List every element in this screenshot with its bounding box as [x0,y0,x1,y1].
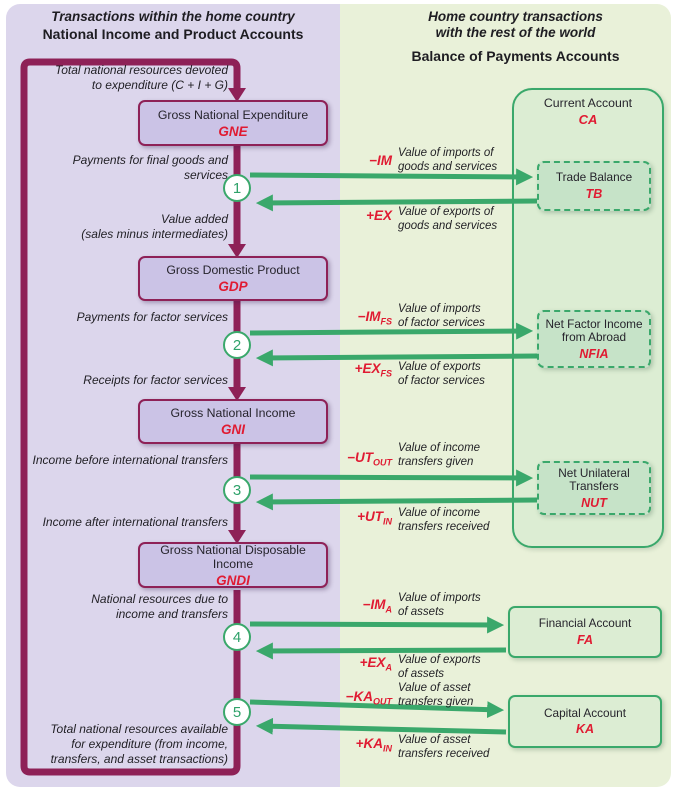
box-financial-account-abbr: FA [577,632,593,647]
box-nfia-title: Net Factor Income from Abroad [545,316,643,344]
left-header-subtitle: Transactions within the home country [51,9,295,24]
junction-circle-3: 3 [223,476,251,504]
box-nfia-abbr: NFIA [579,346,609,361]
label-im: −IM [369,153,392,168]
box-capital-account-title: Capital Account [544,705,626,720]
box-trade-balance: Trade Balance TB [537,161,651,211]
label-im-fs: −IMFS [357,309,392,327]
box-gndi-abbr: GNDI [216,572,250,588]
box-gne-title: Gross National Expenditure [157,107,309,122]
box-gdp-abbr: GDP [218,279,248,294]
box-nfia: Net Factor Income from Abroad NFIA [537,310,651,368]
top-note: Total national resources devoted to expe… [54,63,228,92]
box-trade-balance-abbr: TB [585,186,603,201]
right-header-title: Balance of Payments Accounts [411,48,620,64]
box-gdp: Gross Domestic Product GDP [138,256,328,301]
current-account-header: Current Account CA [512,96,664,127]
junction-circle-5: 5 [223,698,251,726]
box-trade-balance-title: Trade Balance [555,170,633,185]
box-nut-abbr: NUT [581,495,607,510]
bottom-note: Total national resources available for e… [50,722,228,766]
junction-circle-2: 2 [223,331,251,359]
box-financial-account-title: Financial Account [538,616,632,631]
desc-im-fs: Value of imports of factor services [398,303,485,329]
desc-ex: Value of exports of goods and services [398,206,498,232]
label-ka-in: +KAIN [355,736,392,754]
box-capital-account: Capital Account KA [508,695,662,748]
box-gndi-title: Gross National Disposable Income [160,542,306,571]
left-header-title: National Income and Product Accounts [42,26,304,42]
note-national-resources: National resources due to income and tra… [91,592,228,621]
note-payments-final-goods: Payments for final goods and services [72,153,228,182]
current-account-title: Current Account [543,96,633,110]
box-gni: Gross National Income GNI [138,399,328,444]
box-gne: Gross National Expenditure GNE [138,100,328,146]
label-ex-fs: +EXFS [354,361,392,379]
label-ex: +EX [366,208,392,223]
note-income-before-transfers: Income before international transfers [32,453,228,467]
note-payments-factor-services: Payments for factor services [76,310,228,324]
box-gni-title: Gross National Income [170,406,296,420]
box-nut: Net Unilateral Transfers NUT [537,461,651,515]
note-receipts-factor-services: Receipts for factor services [83,373,228,387]
box-gdp-title: Gross Domestic Product [166,263,300,277]
desc-ka-out: Value of asset transfers given [398,682,474,708]
right-header-subtitle-1: Home country transactions [428,9,603,24]
note-income-after-transfers: Income after international transfers [42,515,228,529]
desc-ex-a: Value of exports of assets [398,654,481,680]
label-ka-out: −KAOUT [345,689,392,707]
junction-circle-4: 4 [223,623,251,651]
box-gni-abbr: GNI [220,422,245,437]
box-nut-title: Net Unilateral Transfers [558,465,630,493]
box-gndi: Gross National Disposable Income GNDI [138,542,328,588]
note-value-added: Value added (sales minus intermediates) [81,212,228,241]
label-ex-a: +EXA [359,655,392,673]
label-ut-in: +UTIN [357,509,392,527]
junction-circle-1: 1 [223,174,251,202]
box-capital-account-abbr: KA [575,722,595,737]
desc-ka-in: Value of asset transfers received [398,734,490,760]
desc-im: Value of imports of goods and services [398,147,498,173]
right-header-subtitle-2: with the rest of the world [435,25,596,40]
box-financial-account: Financial Account FA [508,606,662,658]
current-account-abbr: CA [578,112,598,127]
label-ut-out: −UTOUT [347,450,392,468]
desc-ut-out: Value of income transfers given [398,442,481,468]
label-im-a: −IMA [362,597,392,615]
desc-im-a: Value of imports of assets [398,592,481,618]
desc-ex-fs: Value of exports of factor services [398,361,485,387]
desc-ut-in: Value of income transfers received [398,507,490,533]
box-gne-abbr: GNE [218,123,248,139]
